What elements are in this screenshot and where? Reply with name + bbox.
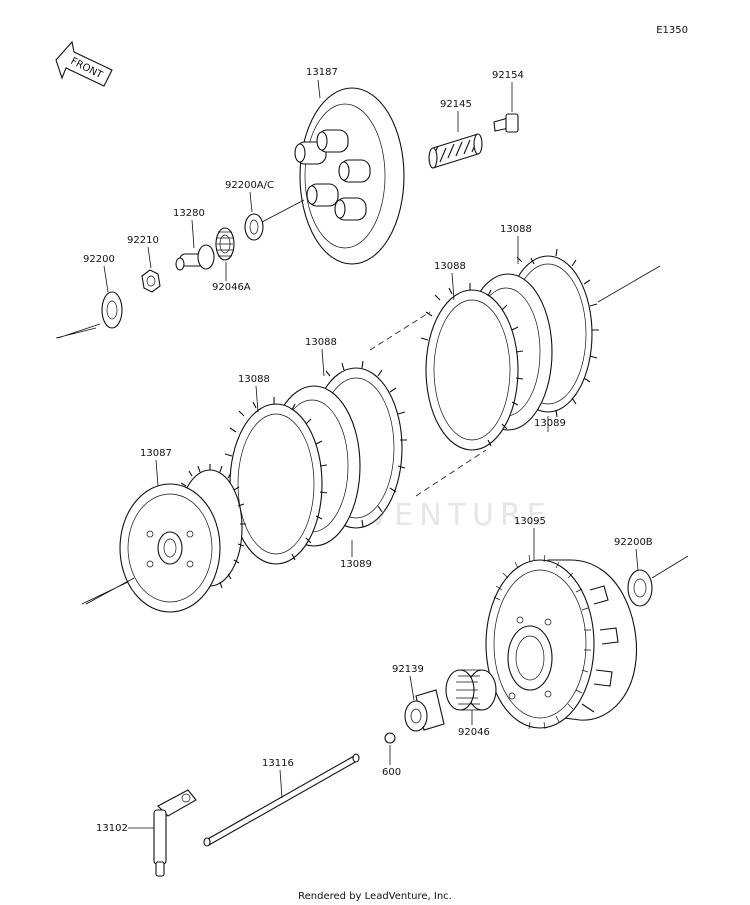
- label-13088-top-right: 13088: [500, 224, 532, 235]
- nut-92210: [141, 269, 161, 293]
- label-92046a: 92046A: [212, 282, 251, 293]
- clutch-spring-92145: [428, 133, 483, 169]
- pressure-plate-boss-5: [338, 159, 371, 183]
- label-13116: 13116: [262, 758, 294, 769]
- label-92200: 92200: [83, 254, 115, 265]
- label-13280: 13280: [173, 208, 205, 219]
- label-92210: 92210: [127, 235, 159, 246]
- label-600: 600: [382, 767, 401, 778]
- label-92139: 92139: [392, 664, 424, 675]
- clutch-housing-13095: [485, 554, 638, 730]
- label-13087: 13087: [140, 448, 172, 459]
- label-92200ac: 92200A/C: [225, 180, 274, 191]
- label-92046: 92046: [458, 727, 490, 738]
- lock-washer-92200: [101, 291, 123, 329]
- bolt-92154: [493, 113, 519, 133]
- washer-92200b: [627, 569, 653, 607]
- label-13187: 13187: [306, 67, 338, 78]
- steel-ball-600: [384, 732, 396, 744]
- label-13089-right: 13089: [534, 418, 566, 429]
- front-arrow-icon: FRONT: [55, 40, 113, 87]
- label-13088-upper-left: 13088: [305, 337, 337, 348]
- push-rod-13116: [203, 753, 360, 847]
- footer-credit: Rendered by LeadVenture, Inc.: [298, 891, 452, 902]
- bearing-92046a: [215, 227, 235, 261]
- label-13088-lower-left: 13088: [238, 374, 270, 385]
- label-92200b: 92200B: [614, 537, 653, 548]
- pressure-plate-boss-2: [316, 129, 349, 153]
- diagram-code: E1350: [656, 25, 688, 36]
- label-92145: 92145: [440, 99, 472, 110]
- label-13102: 13102: [96, 823, 128, 834]
- needle-bearing-92046: [445, 669, 497, 711]
- clutch-hub-13087: [119, 464, 246, 613]
- friction-plate-13088-lower-front: [224, 397, 328, 565]
- friction-plate-13088-upper-front: [420, 283, 524, 451]
- label-13088-mid-right: 13088: [434, 261, 466, 272]
- washer-92200ac: [244, 213, 264, 241]
- label-13089-left: 13089: [340, 559, 372, 570]
- pressure-plate-boss-3: [306, 183, 339, 207]
- collar-92139: [404, 689, 445, 732]
- label-13095: 13095: [514, 516, 546, 527]
- pressure-plate-13187: [294, 87, 405, 265]
- release-shaft-13102: [153, 789, 197, 877]
- label-92154: 92154: [492, 70, 524, 81]
- pusher-13280: [175, 244, 215, 271]
- pressure-plate-boss-4: [334, 197, 367, 221]
